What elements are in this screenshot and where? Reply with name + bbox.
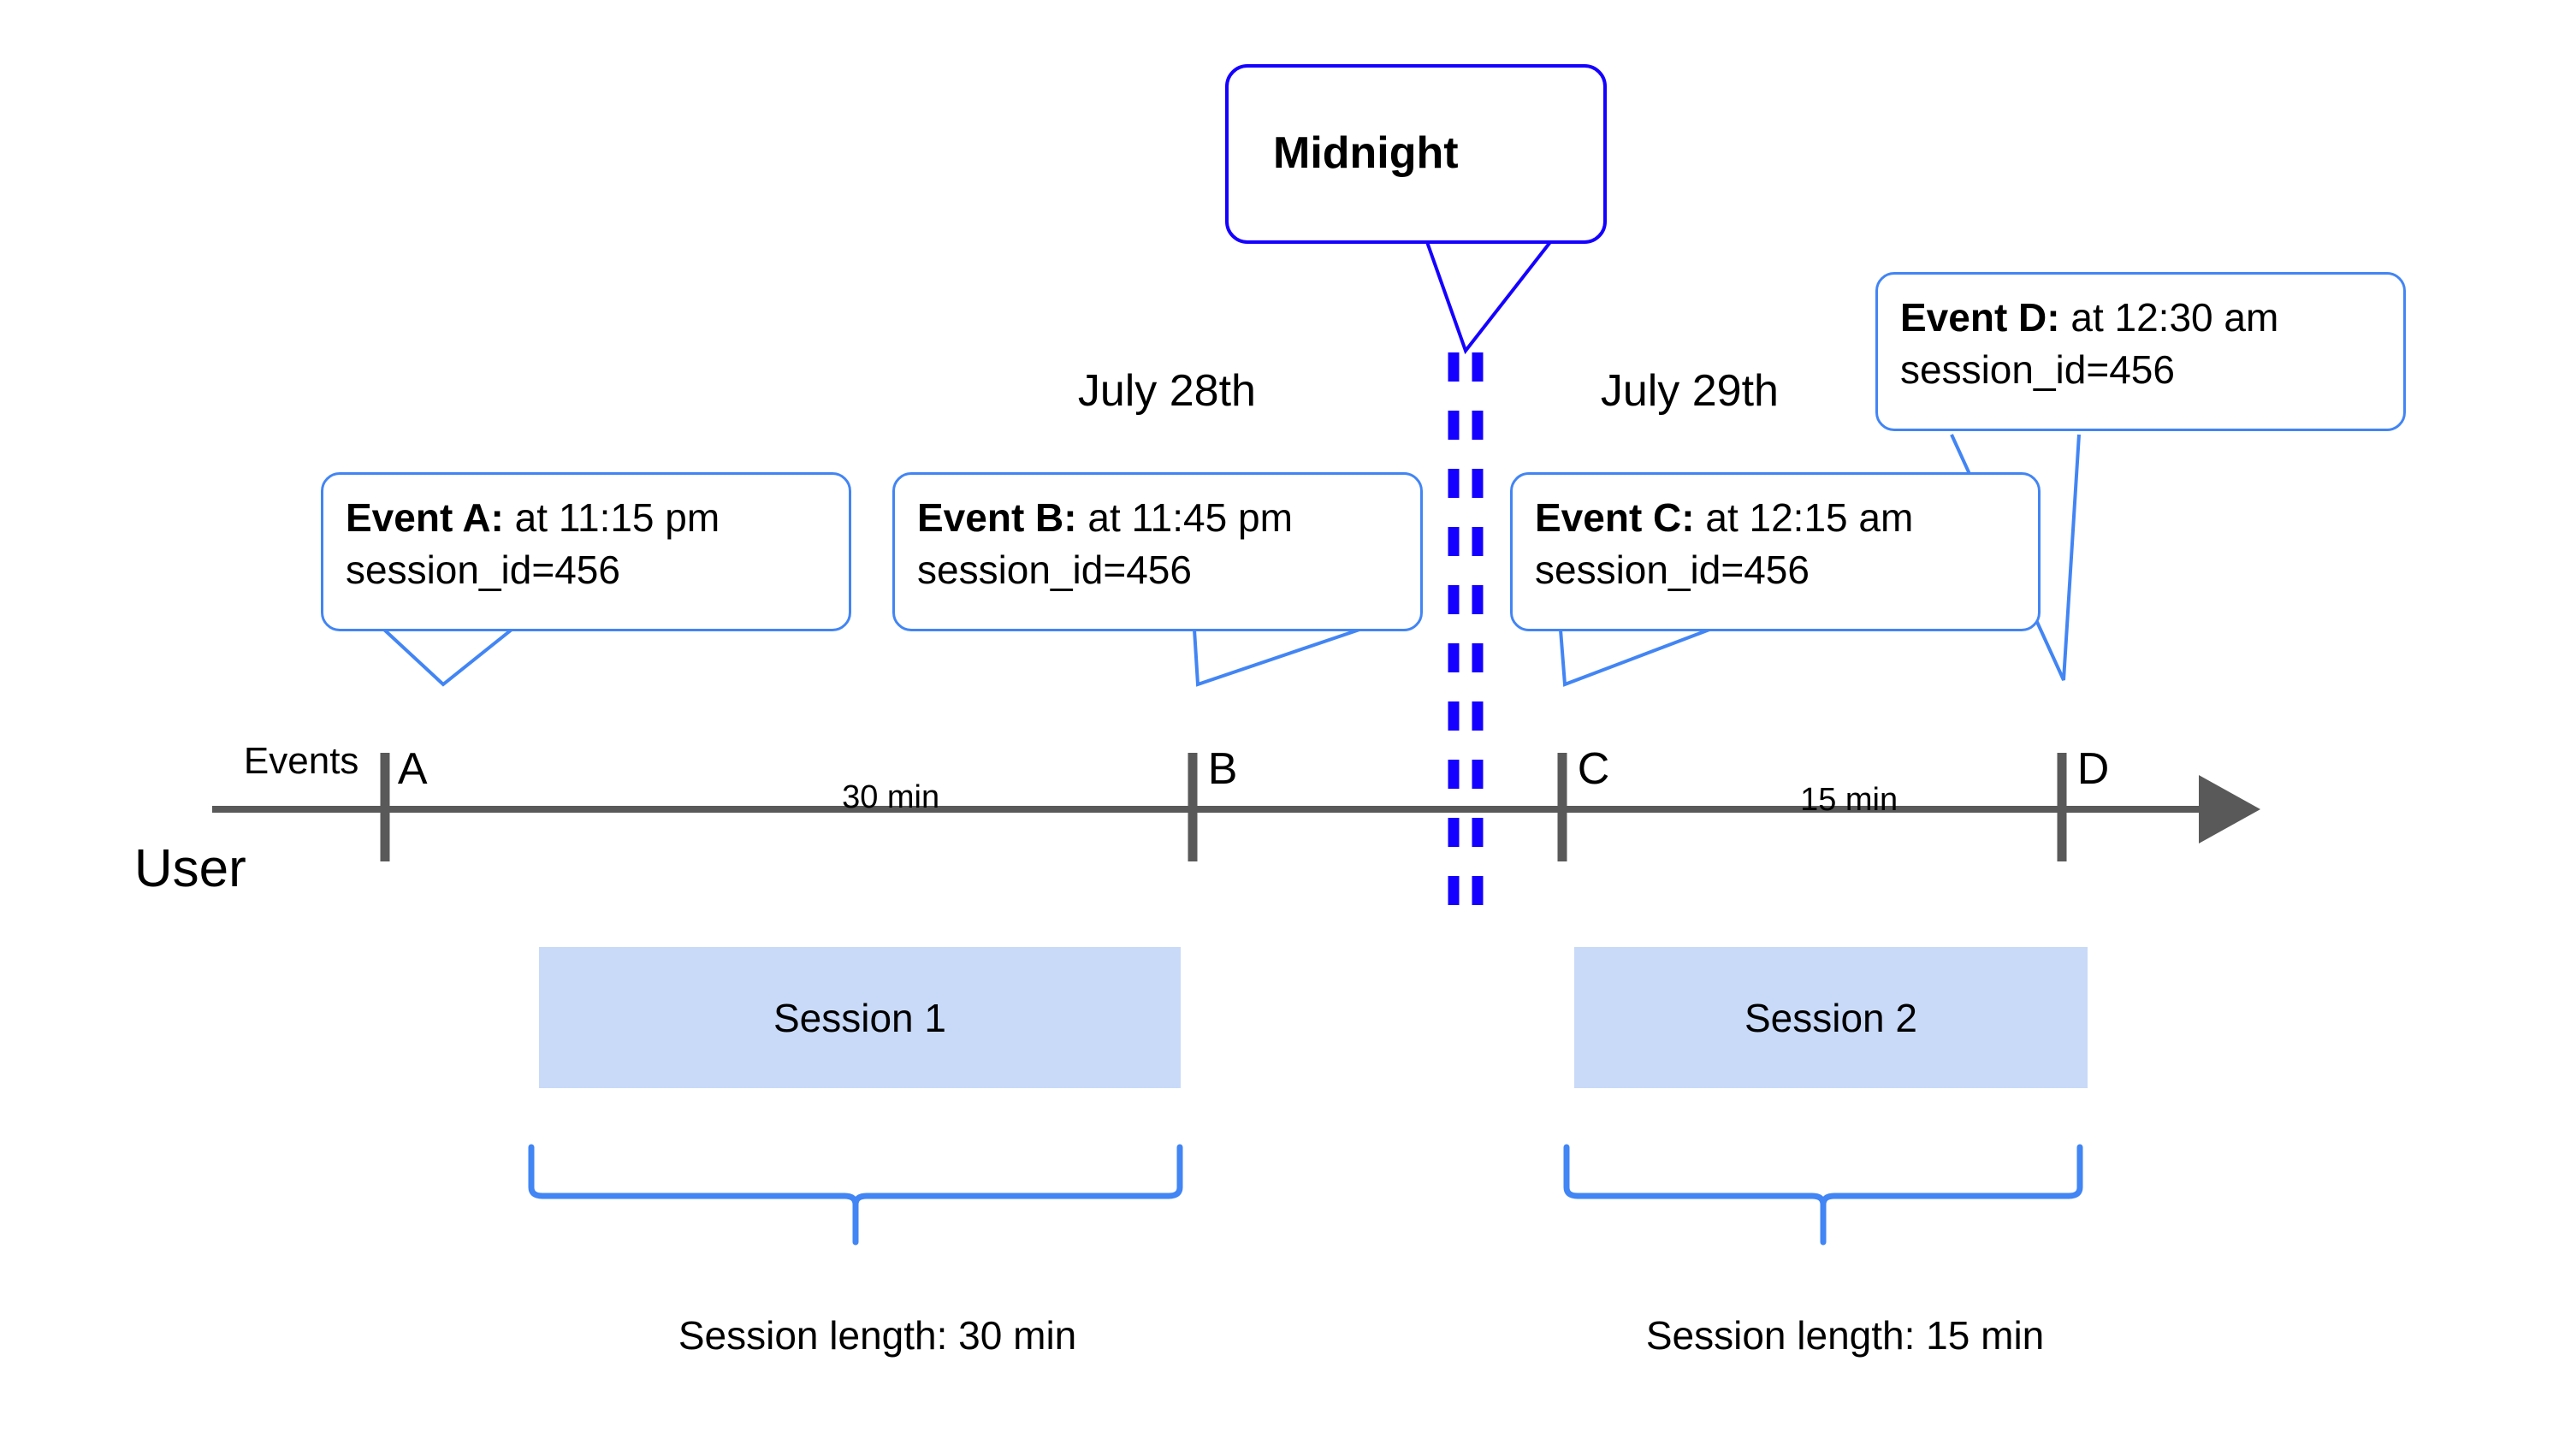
event-d-attribute: session_id=456	[1900, 346, 2175, 392]
event-marker-label-d-text: D	[2076, 744, 2110, 795]
event-marker-label-b: B	[1158, 691, 1238, 849]
event-c-time: at 12:15 am	[1694, 495, 1914, 540]
event-b-attribute: session_id=456	[917, 547, 1192, 592]
event-marker-label-c-text: C	[1577, 744, 1610, 795]
event-d-callout[interactable]: Event D: at 12:30 am session_id=456	[1875, 272, 2406, 431]
session-1-length-text: Session length: 30 min	[678, 1313, 1077, 1358]
midnight-callout-label: Midnight	[1273, 127, 1459, 178]
axis-row-label-user: User	[75, 775, 246, 962]
midnight-callout[interactable]: Midnight	[1225, 64, 1607, 244]
event-c-name: Event C:	[1535, 495, 1695, 540]
session-2-label: Session 2	[1744, 995, 1917, 1040]
session-2-brace	[1563, 1144, 2083, 1246]
event-marker-label-d: D	[2028, 691, 2110, 849]
event-c-callout[interactable]: Event C: at 12:15 am session_id=456	[1510, 472, 2041, 631]
event-a-callout-tail	[382, 628, 513, 687]
event-a-time: at 11:15 pm	[503, 495, 720, 540]
session-1-label: Session 1	[773, 995, 946, 1040]
event-a-callout[interactable]: Event A: at 11:15 pm session_id=456	[321, 472, 851, 631]
date-label-july-29-text: July 29th	[1600, 366, 1779, 417]
event-c-attribute: session_id=456	[1535, 547, 1810, 592]
session-1-brace	[528, 1144, 1183, 1246]
session-1-bar[interactable]: Session 1	[539, 947, 1181, 1088]
event-b-callout-tail	[1193, 628, 1360, 687]
date-label-july-28: July 28th	[971, 313, 1313, 471]
event-a-attribute: session_id=456	[346, 547, 620, 592]
event-b-callout-line-1: Event B: at 11:45 pm	[917, 492, 1398, 544]
date-label-july-28-text: July 28th	[1077, 366, 1256, 417]
event-marker-label-c: C	[1528, 691, 1610, 849]
event-a-callout-line-1: Event A: at 11:15 pm	[346, 492, 826, 544]
interval-label-30min-text: 30 min	[842, 778, 940, 815]
session-1-length-caption: Session length: 30 min	[530, 1266, 1181, 1406]
session-2-bar[interactable]: Session 2	[1574, 947, 2088, 1088]
event-d-callout-line-1: Event D: at 12:30 am	[1900, 292, 2381, 344]
event-marker-label-a-text: A	[397, 744, 428, 795]
session-2-length-caption: Session length: 15 min	[1498, 1266, 2148, 1406]
event-b-time: at 11:45 pm	[1076, 495, 1293, 540]
event-b-name: Event B:	[917, 495, 1077, 540]
axis-events-label: Events	[202, 695, 359, 828]
axis-events-label-text: Events	[243, 739, 359, 782]
interval-label-15min: 15 min	[1703, 743, 1959, 857]
event-a-name: Event A:	[346, 495, 504, 540]
event-d-name: Event D:	[1900, 295, 2060, 340]
event-d-time: at 12:30 am	[2059, 295, 2279, 340]
axis-row-label-user-text: User	[133, 839, 246, 899]
event-marker-label-b-text: B	[1207, 744, 1238, 795]
interval-label-30min: 30 min	[744, 740, 1001, 855]
event-c-callout-line-1: Event C: at 12:15 am	[1535, 492, 2016, 544]
interval-label-15min-text: 15 min	[1800, 781, 1898, 818]
session-2-length-text: Session length: 15 min	[1645, 1313, 2045, 1358]
date-label-july-29: July 29th	[1494, 313, 1836, 471]
event-b-callout[interactable]: Event B: at 11:45 pm session_id=456	[892, 472, 1423, 631]
event-marker-label-a: A	[351, 691, 428, 849]
event-c-callout-tail	[1559, 628, 1710, 687]
